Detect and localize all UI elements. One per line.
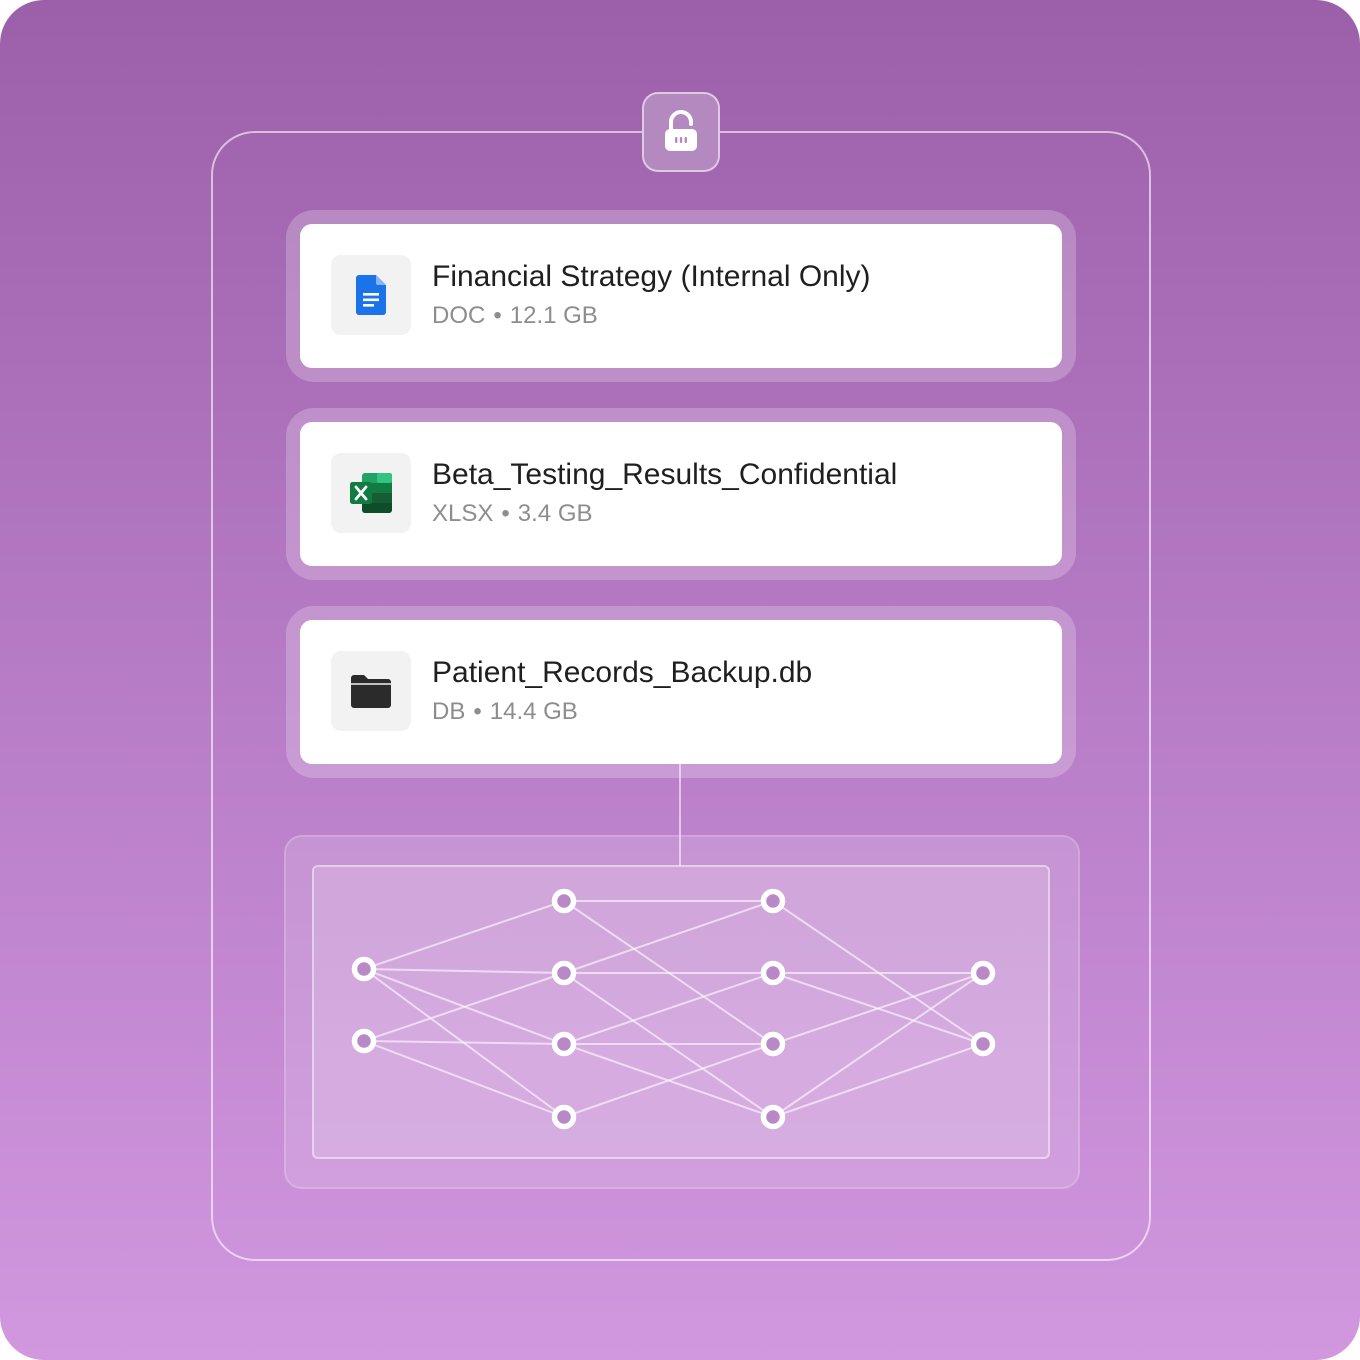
- network-node: [551, 1104, 577, 1130]
- network-panel: [284, 835, 1080, 1189]
- file-card-wrapper: Beta_Testing_Results_Confidential XLSX • 3…: [286, 408, 1076, 580]
- file-type: DOC: [432, 302, 486, 329]
- file-icon-box: [331, 651, 411, 731]
- network-node: [760, 888, 786, 914]
- network-node: [760, 1031, 786, 1057]
- file-meta: DOC • 12.1 GB: [432, 302, 598, 330]
- file-size: 14.4 GB: [489, 698, 578, 725]
- excel-icon: [350, 473, 392, 513]
- file-meta: XLSX • 3.4 GB: [432, 500, 593, 528]
- file-card-beta-testing-results[interactable]: Beta_Testing_Results_Confidential XLSX • 3…: [300, 422, 1062, 566]
- network-node: [351, 1028, 377, 1054]
- network-node: [760, 960, 786, 986]
- network-node: [351, 956, 377, 982]
- meta-separator: •: [501, 500, 510, 527]
- folder-icon: [351, 675, 391, 708]
- unlocked-padlock-icon: [665, 110, 697, 151]
- connector-line: [679, 762, 681, 866]
- network-node: [551, 960, 577, 986]
- file-type: DB: [432, 698, 466, 725]
- file-icon-box: [331, 255, 411, 335]
- file-card-financial-strategy[interactable]: Financial Strategy (Internal Only) DOC • 1…: [300, 224, 1062, 368]
- meta-separator: •: [493, 302, 502, 329]
- meta-separator: •: [473, 698, 482, 725]
- file-title: Beta_Testing_Results_Confidential: [432, 458, 898, 491]
- file-card-patient-records[interactable]: Patient_Records_Backup.db DB • 14.4 GB: [300, 620, 1062, 764]
- network-node: [551, 1031, 577, 1057]
- file-size: 12.1 GB: [509, 302, 598, 329]
- network-node: [970, 960, 996, 986]
- network-node: [551, 888, 577, 914]
- file-title: Patient_Records_Backup.db: [432, 656, 813, 689]
- google-docs-icon: [356, 275, 386, 315]
- file-type: XLSX: [432, 500, 494, 527]
- network-node: [970, 1031, 996, 1057]
- file-size: 3.4 GB: [517, 500, 593, 527]
- neural-network-diagram: [351, 888, 996, 1130]
- network-node: [760, 1104, 786, 1130]
- lock-badge[interactable]: [642, 92, 720, 172]
- file-card-wrapper: Patient_Records_Backup.db DB • 14.4 GB: [286, 606, 1076, 778]
- file-title: Financial Strategy (Internal Only): [432, 260, 871, 293]
- file-card-wrapper: Financial Strategy (Internal Only) DOC • 1…: [286, 210, 1076, 382]
- file-meta: DB • 14.4 GB: [432, 698, 578, 726]
- file-icon-box: [331, 453, 411, 533]
